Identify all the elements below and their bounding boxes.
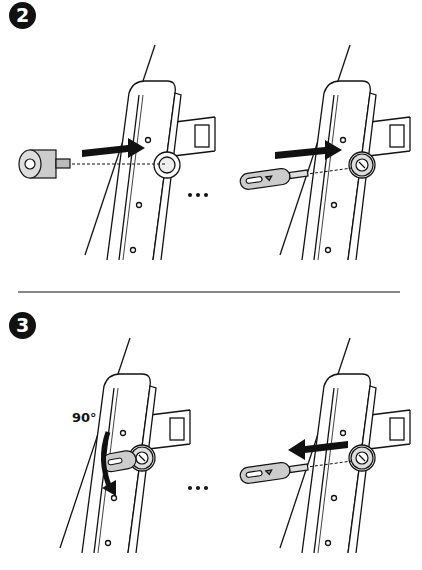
step-number: 3	[9, 312, 36, 339]
step-number-text: 2	[16, 6, 29, 25]
step-number-text: 3	[16, 316, 29, 335]
angle-label: 90°	[72, 410, 97, 425]
step-number: 2	[9, 2, 36, 29]
